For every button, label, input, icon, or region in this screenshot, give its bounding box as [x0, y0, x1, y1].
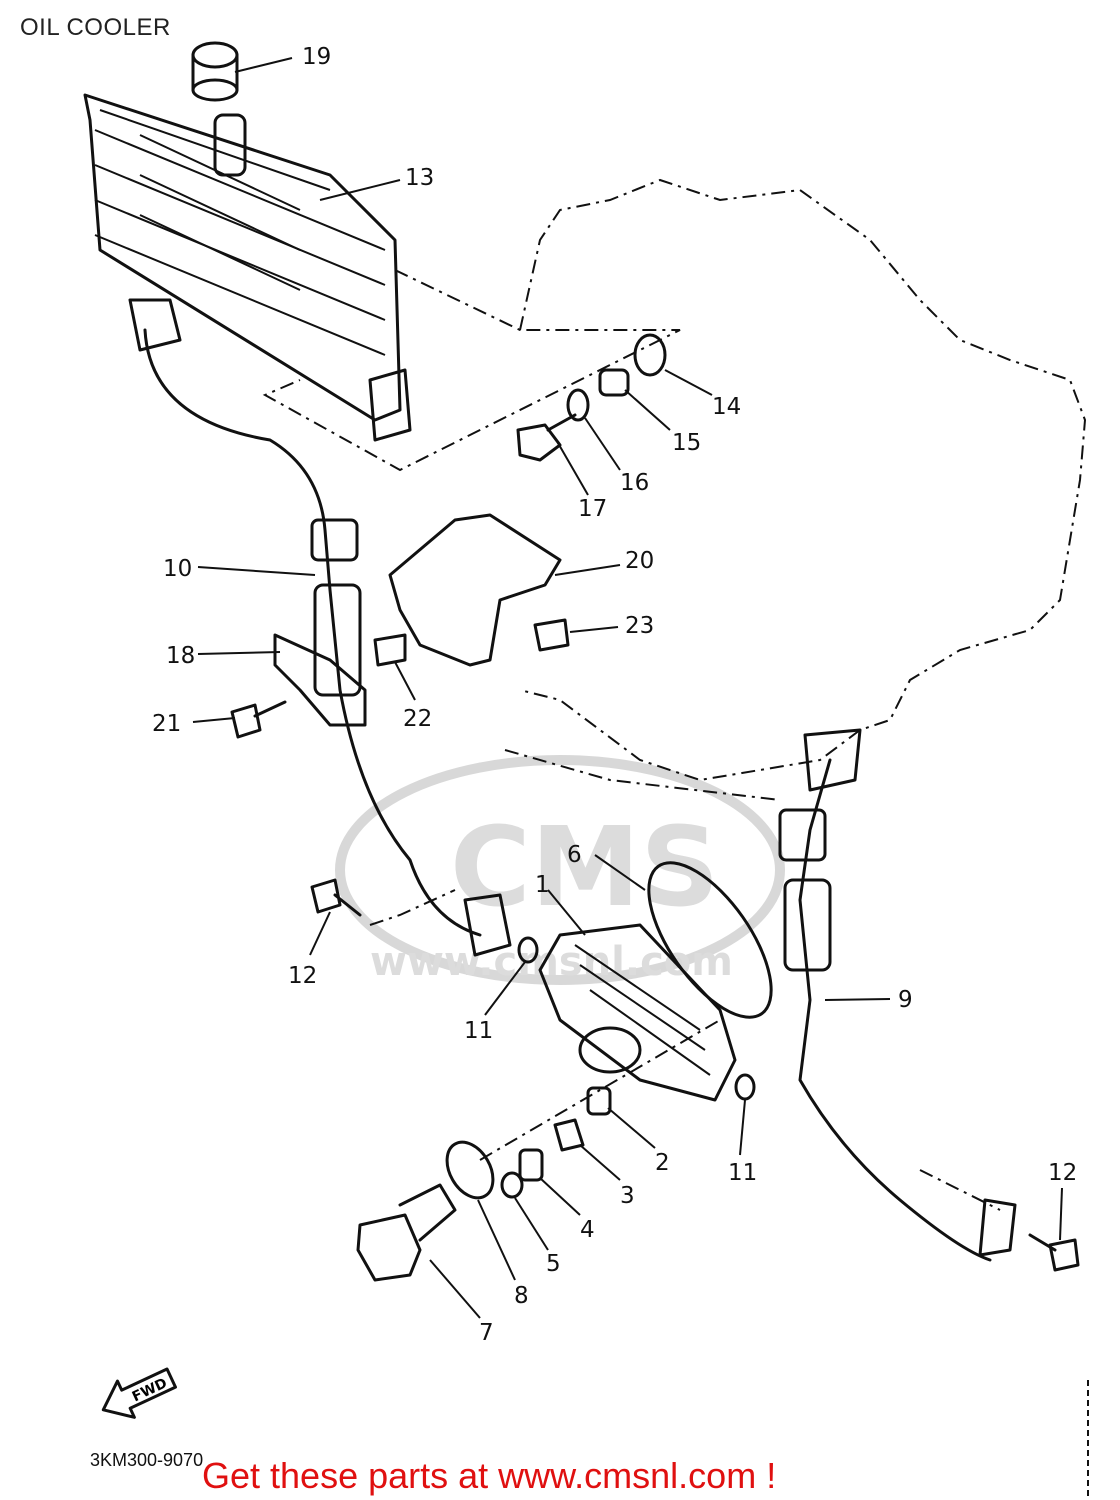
- callout-5: 5: [546, 1251, 561, 1277]
- callout-19: 18: [166, 643, 195, 669]
- bolt-guide: [479, 1019, 721, 1161]
- hose-10-nut: [128, 298, 182, 352]
- filter-guide: [504, 749, 781, 801]
- callout-15: 15: [672, 430, 701, 456]
- hose-9-ferrule: [778, 808, 827, 862]
- callout-12-right: 12: [1048, 1160, 1077, 1186]
- o-ring-6: [647, 861, 773, 1019]
- callout-6: 6: [567, 842, 582, 868]
- cap-2: [586, 1086, 612, 1116]
- washer-5: [500, 1171, 524, 1199]
- leader-lines: [192, 57, 1063, 1319]
- page-title: OIL COOLER: [20, 14, 171, 41]
- bolt-12-left: [310, 878, 362, 917]
- callout-10: 10: [163, 556, 192, 582]
- washer-8: [445, 1140, 495, 1200]
- spring-3: [553, 1118, 585, 1152]
- cooler-inlet-neck: [213, 113, 247, 177]
- collar-21: [373, 633, 407, 667]
- forward-label: FWD: [130, 1375, 170, 1405]
- callout-8: 8: [514, 1283, 529, 1309]
- callout-12-left: 12: [288, 963, 317, 989]
- callout-22: 21: [152, 711, 181, 737]
- oil-hose-9: [798, 758, 992, 1262]
- watermark: CMS www.cmsnl.com: [335, 755, 785, 985]
- forward-arrow-icon: FWD: [101, 1367, 177, 1419]
- cooler-outlet-fitting: [368, 368, 412, 442]
- callout-1: 1: [535, 872, 550, 898]
- callout-20: 20: [625, 548, 654, 574]
- callout-9: 9: [898, 987, 913, 1013]
- callout-18: 19: [302, 44, 331, 70]
- nut-23: [533, 618, 570, 652]
- callout-16: 16: [620, 470, 649, 496]
- hose-9-nut: [803, 728, 862, 792]
- callout-14: 14: [712, 394, 741, 420]
- bracket-20: [388, 513, 562, 667]
- callout-17: 17: [578, 496, 607, 522]
- grommet-18: [191, 41, 239, 102]
- callout-11-left: 11: [464, 1018, 493, 1044]
- o-ring-11-right: [734, 1073, 756, 1101]
- washer-16: [566, 388, 590, 422]
- callout-21: 22: [403, 706, 432, 732]
- engine-outline: [519, 178, 1087, 782]
- collar-15: [598, 368, 630, 397]
- hose-10-ferrule: [310, 518, 359, 562]
- o-ring-11-left: [517, 936, 539, 964]
- hose-10-flange: [463, 893, 512, 957]
- callout-4: 4: [580, 1217, 595, 1243]
- callout-11-right: 11: [728, 1160, 757, 1186]
- clamp-19: [273, 633, 367, 727]
- hose-guide-right: [919, 1169, 1001, 1211]
- grommet-14: [633, 333, 667, 377]
- callout-labels: 19 13 14 15 16 17 20 23 10 18 21 22 6 1 …: [152, 44, 1077, 1346]
- bolt-22: [230, 700, 287, 739]
- callout-23: 23: [625, 613, 654, 639]
- bolt-12-right: [1028, 1233, 1080, 1272]
- union-bolt-7: [356, 1183, 457, 1282]
- oil-cooler-housing-1: [538, 923, 737, 1102]
- hose-10-sleeve: [313, 583, 362, 697]
- bolt-17: [516, 413, 577, 462]
- hose-9-sleeve: [783, 878, 832, 972]
- callout-7: 7: [479, 1320, 494, 1346]
- oil-cooler-radiator: [83, 93, 412, 442]
- cooler-mount-guide: [262, 269, 681, 472]
- watermark-main-text: CMS: [450, 803, 719, 931]
- watermark-url-text: www.cmsnl.com: [370, 939, 733, 985]
- callout-13: 13: [405, 165, 434, 191]
- callout-2: 2: [655, 1150, 670, 1176]
- oil-hose-10: [143, 328, 482, 937]
- hose-guide-left: [369, 889, 456, 926]
- cta-link[interactable]: Get these parts at www.cmsnl.com !: [202, 1455, 777, 1496]
- plunger-4: [518, 1148, 544, 1182]
- hose-9-flange: [978, 1198, 1017, 1257]
- callout-3: 3: [620, 1183, 635, 1209]
- diagram-code: 3KM300-9070: [90, 1450, 204, 1470]
